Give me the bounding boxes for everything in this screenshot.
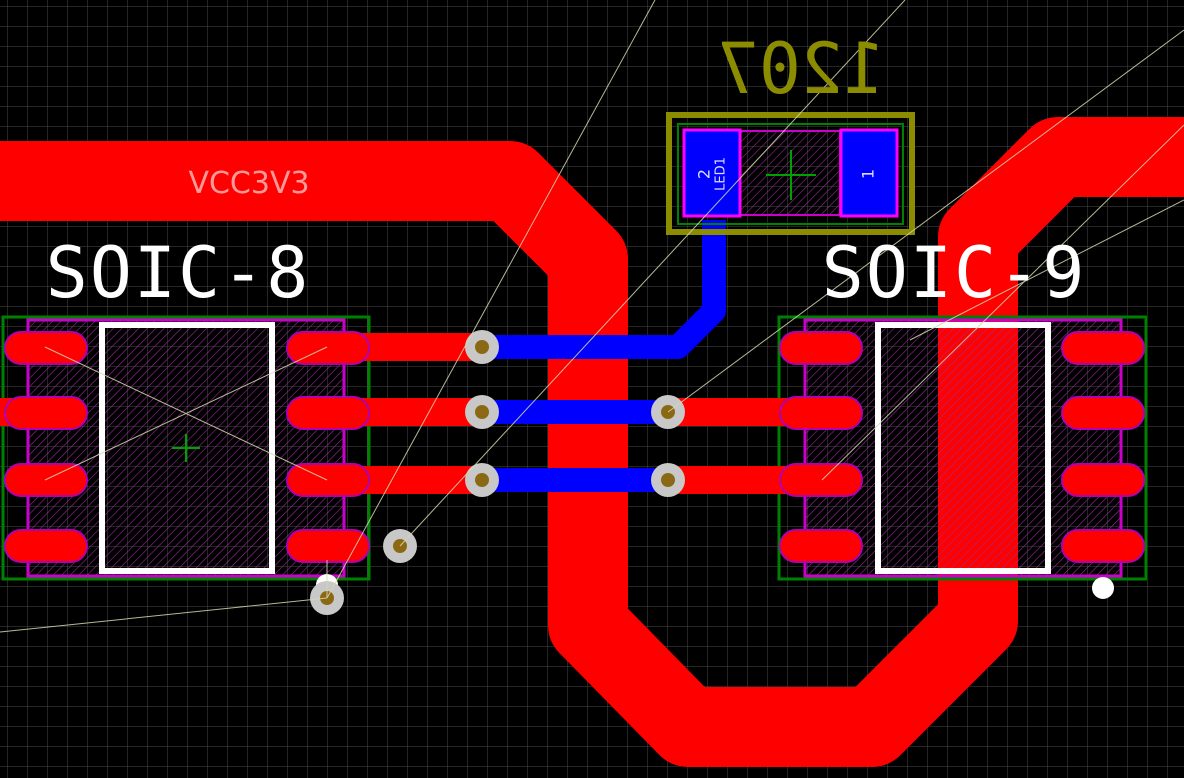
led1-footprint[interactable]: 1 2 LED1 xyxy=(666,112,915,235)
via[interactable] xyxy=(465,395,499,429)
bottom-traces xyxy=(482,220,726,492)
pad[interactable] xyxy=(779,396,863,430)
soic-9-silk-label: SOIC-9 xyxy=(822,232,1087,314)
soic-8-silk-label: SOIC-8 xyxy=(46,232,311,314)
led1-pad-1-number: 1 xyxy=(859,169,878,179)
led1-package-label: 1207 xyxy=(717,28,886,110)
pad[interactable] xyxy=(1061,396,1145,430)
pad[interactable] xyxy=(286,463,370,497)
soic-8-courtyard xyxy=(1,315,371,581)
vcc3v3-track[interactable] xyxy=(0,117,1184,767)
pad[interactable] xyxy=(1061,463,1145,497)
via[interactable] xyxy=(465,463,499,497)
pad[interactable] xyxy=(286,331,370,365)
led1-package-outline xyxy=(666,112,915,235)
pad[interactable] xyxy=(779,529,863,563)
led1-center-marker xyxy=(766,150,816,200)
pad[interactable] xyxy=(4,396,88,430)
ratsnest xyxy=(0,0,1184,633)
led1-pad-2-number: 2 xyxy=(695,169,714,179)
soic-8-silk-outline xyxy=(99,322,275,574)
soic-9-pin1-dot xyxy=(1092,577,1114,599)
pad[interactable] xyxy=(286,396,370,430)
via[interactable] xyxy=(465,330,499,364)
pad[interactable] xyxy=(4,529,88,563)
pad[interactable] xyxy=(779,331,863,365)
soic-8-pads xyxy=(4,331,370,563)
pad[interactable] xyxy=(1061,529,1145,563)
led1-pad-2[interactable] xyxy=(682,128,742,218)
soic-9-silk-outline xyxy=(875,322,1051,574)
pad[interactable] xyxy=(779,463,863,497)
pad[interactable] xyxy=(286,529,370,563)
via[interactable] xyxy=(651,463,685,497)
led1-reference: LED1 xyxy=(714,157,729,191)
soic-9-pads xyxy=(779,331,1145,563)
pad[interactable] xyxy=(1061,331,1145,365)
soic-8-center-marker xyxy=(172,434,200,462)
led1-pad-1[interactable] xyxy=(839,128,899,218)
soic-9-courtyard xyxy=(777,315,1148,581)
net-label-vcc3v3: VCC3V3 xyxy=(188,166,309,201)
